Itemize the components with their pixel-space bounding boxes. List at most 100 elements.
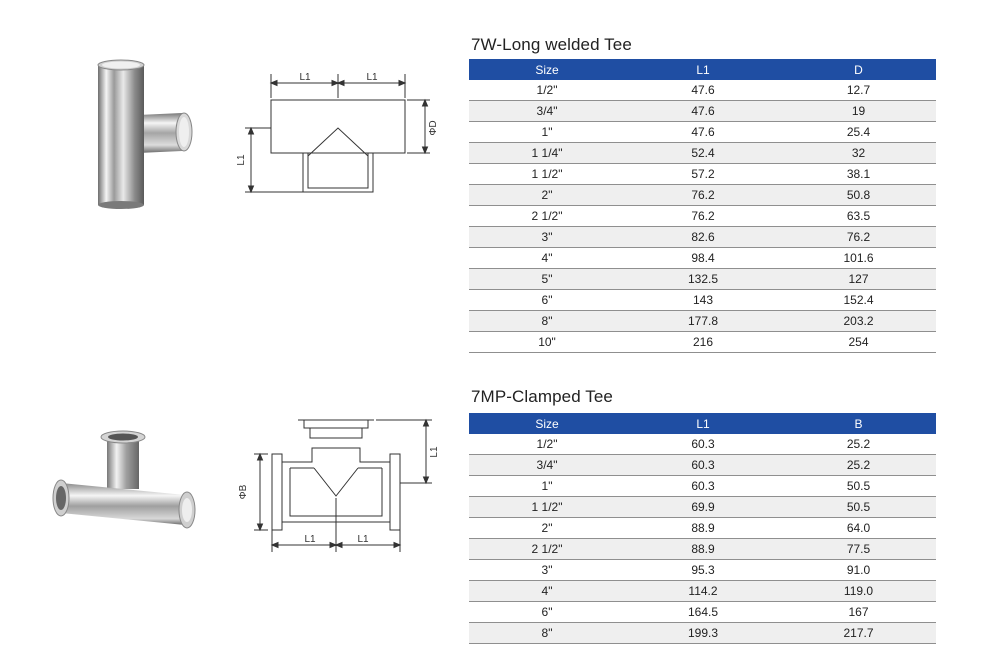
- cell-l1: 199.3: [625, 622, 781, 644]
- dim-l1-side-label: L1: [236, 154, 247, 166]
- cell-size: 3": [469, 226, 625, 248]
- cell-size: 8": [469, 310, 625, 332]
- cell-l1: 47.6: [625, 121, 781, 143]
- cell-d: 63.5: [781, 205, 936, 227]
- col-header-l1: L1: [625, 59, 781, 80]
- cell-b: 119.0: [781, 580, 936, 602]
- cell-size: 10": [469, 331, 625, 353]
- cell-l1: 88.9: [625, 517, 781, 539]
- cell-size: 1/2": [469, 434, 625, 455]
- cell-d: 254: [781, 331, 936, 353]
- cell-size: 6": [469, 601, 625, 623]
- table-header-row: Size L1 D: [469, 59, 936, 80]
- cell-d: 152.4: [781, 289, 936, 311]
- cell-d: 19: [781, 100, 936, 122]
- cell-l1: 143: [625, 289, 781, 311]
- cell-size: 2 1/2": [469, 538, 625, 560]
- cell-l1: 60.3: [625, 475, 781, 497]
- cell-size: 3/4": [469, 454, 625, 476]
- dim-l1-right-label: L1: [366, 72, 378, 83]
- cell-b: 91.0: [781, 559, 936, 581]
- cell-l1: 47.6: [625, 100, 781, 122]
- dim-d-label: ΦD: [428, 120, 439, 135]
- cell-b: 50.5: [781, 496, 936, 518]
- cell-size: 2 1/2": [469, 205, 625, 227]
- welded-tee-title: 7W-Long welded Tee: [471, 35, 632, 54]
- cell-b: 25.2: [781, 454, 936, 476]
- cell-size: 1/2": [469, 80, 625, 101]
- cell-d: 127: [781, 268, 936, 290]
- cell-l1: 60.3: [625, 434, 781, 455]
- clamped-tee-drawing: ΦB L1 L1 L1: [238, 418, 440, 552]
- cell-d: 50.8: [781, 184, 936, 206]
- cell-b: 77.5: [781, 538, 936, 560]
- cell-size: 1 1/2": [469, 163, 625, 185]
- cell-b: 64.0: [781, 517, 936, 539]
- cell-size: 1": [469, 475, 625, 497]
- cell-d: 76.2: [781, 226, 936, 248]
- dim-l1-side-label: L1: [429, 446, 440, 458]
- cell-l1: 76.2: [625, 184, 781, 206]
- cell-d: 101.6: [781, 247, 936, 269]
- clamped-tee-title: 7MP-Clamped Tee: [471, 387, 613, 406]
- welded-tee-drawing: L1 L1 ΦD L1: [236, 72, 439, 194]
- cell-size: 2": [469, 184, 625, 206]
- cell-l1: 82.6: [625, 226, 781, 248]
- cell-l1: 88.9: [625, 538, 781, 560]
- welded-tee-photo: [97, 59, 193, 209]
- welded-tee-section: L1 L1 ΦD L1 7W-Long welded Tee Size L1 D…: [97, 35, 936, 353]
- cell-d: 38.1: [781, 163, 936, 185]
- cell-l1: 69.9: [625, 496, 781, 518]
- cell-size: 2": [469, 517, 625, 539]
- cell-d: 32: [781, 142, 936, 164]
- cell-l1: 60.3: [625, 454, 781, 476]
- cell-l1: 52.4: [625, 142, 781, 164]
- dim-l1-right-label: L1: [357, 534, 369, 545]
- cell-size: 3/4": [469, 100, 625, 122]
- cell-d: 12.7: [781, 80, 936, 101]
- cell-b: 217.7: [781, 622, 936, 644]
- col-header-b: B: [781, 413, 936, 434]
- cell-size: 6": [469, 289, 625, 311]
- cell-b: 167: [781, 601, 936, 623]
- cell-l1: 216: [625, 331, 781, 353]
- col-header-size: Size: [469, 59, 625, 80]
- cell-size: 5": [469, 268, 625, 290]
- cell-l1: 177.8: [625, 310, 781, 332]
- cell-d: 203.2: [781, 310, 936, 332]
- cell-d: 25.4: [781, 121, 936, 143]
- cell-size: 1 1/2": [469, 496, 625, 518]
- col-header-size: Size: [469, 413, 625, 434]
- dim-l1-left-label: L1: [304, 534, 316, 545]
- cell-l1: 164.5: [625, 601, 781, 623]
- cell-b: 50.5: [781, 475, 936, 497]
- cell-l1: 132.5: [625, 268, 781, 290]
- cell-size: 1 1/4": [469, 142, 625, 164]
- cell-size: 4": [469, 247, 625, 269]
- cell-l1: 76.2: [625, 205, 781, 227]
- cell-b: 25.2: [781, 434, 936, 455]
- cell-l1: 95.3: [625, 559, 781, 581]
- clamped-tee-photo: [52, 430, 196, 529]
- cell-size: 4": [469, 580, 625, 602]
